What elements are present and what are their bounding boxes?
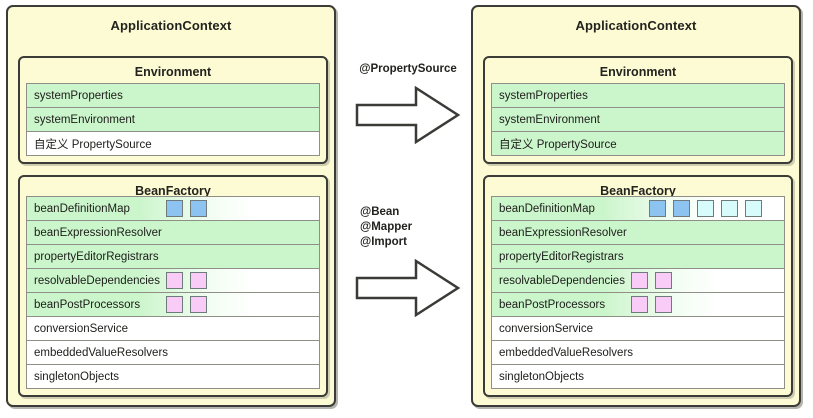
row-chip-group — [631, 296, 672, 313]
table-row: beanDefinitionMap — [27, 197, 319, 221]
beanfactory-annotation-list: @Bean @Mapper @Import — [348, 205, 468, 250]
right-beanfactory-title: BeanFactory — [600, 184, 676, 198]
table-row: systemEnvironment — [492, 108, 784, 132]
right-block-arrow-icon — [355, 258, 461, 318]
table-row: propertyEditorRegistrars — [27, 245, 319, 269]
left-environment-rows: systemProperties systemEnvironment 自定义 Pro… — [26, 83, 320, 156]
bean-chip-pink — [166, 272, 183, 289]
environment-transition: @PropertySource — [348, 62, 468, 147]
row-label: systemEnvironment — [499, 113, 600, 126]
row-label: 自定义 PropertySource — [499, 138, 617, 151]
row-label: beanPostProcessors — [34, 298, 141, 311]
left-application-context-panel: ApplicationContext Environment systemPro… — [6, 5, 336, 407]
row-label: propertyEditorRegistrars — [499, 250, 624, 263]
table-row: embeddedValueResolvers — [492, 341, 784, 365]
row-label: singletonObjects — [34, 370, 120, 383]
row-label: conversionService — [34, 322, 128, 335]
bean-chip-blue — [166, 200, 183, 217]
bean-chip-blue — [673, 200, 690, 217]
row-label: systemEnvironment — [34, 113, 135, 126]
table-row: 自定义 PropertySource — [27, 132, 319, 156]
right-environment-rows: systemProperties systemEnvironment 自定义 Pro… — [491, 83, 785, 156]
table-row: singletonObjects — [27, 365, 319, 389]
row-label: 自定义 PropertySource — [34, 138, 152, 151]
table-row: beanPostProcessors — [492, 293, 784, 317]
annotation-label: @Mapper — [360, 221, 413, 233]
row-label: systemProperties — [34, 89, 123, 102]
table-row: singletonObjects — [492, 365, 784, 389]
row-chip-group — [649, 200, 762, 217]
bean-chip-pink — [190, 296, 207, 313]
row-label: propertyEditorRegistrars — [34, 250, 159, 263]
left-beanfactory-title: BeanFactory — [135, 184, 211, 198]
right-beanfactory-rows: beanDefinitionMap beanExpressionResolver p… — [491, 196, 785, 389]
table-row: resolvableDependencies — [27, 269, 319, 293]
table-row: beanExpressionResolver — [27, 221, 319, 245]
row-label: beanExpressionResolver — [34, 226, 162, 239]
row-label: beanExpressionResolver — [499, 226, 627, 239]
row-label: conversionService — [499, 322, 593, 335]
left-beanfactory-group: BeanFactory beanDefinitionMap beanExpress… — [18, 175, 328, 397]
row-label: beanDefinitionMap — [499, 202, 595, 215]
beanfactory-transition: @Bean @Mapper @Import — [348, 205, 468, 320]
table-row: beanDefinitionMap — [492, 197, 784, 221]
table-row: embeddedValueResolvers — [27, 341, 319, 365]
bean-chip-pink — [655, 296, 672, 313]
bean-chip-blue — [190, 200, 207, 217]
bean-chip-cyan — [745, 200, 762, 217]
left-environment-title: Environment — [134, 65, 212, 79]
right-application-context-panel: ApplicationContext Environment systemPro… — [471, 5, 801, 407]
table-row: conversionService — [492, 317, 784, 341]
row-chip-group — [166, 200, 207, 217]
table-row: resolvableDependencies — [492, 269, 784, 293]
right-environment-title: Environment — [599, 65, 677, 79]
right-block-arrow-icon — [355, 85, 461, 145]
environment-annotation-list: @PropertySource — [348, 62, 468, 77]
row-label: resolvableDependencies — [34, 274, 160, 287]
table-row: beanPostProcessors — [27, 293, 319, 317]
table-row: propertyEditorRegistrars — [492, 245, 784, 269]
row-label: singletonObjects — [499, 370, 585, 383]
left-environment-group: Environment systemProperties systemEnviro… — [18, 56, 328, 164]
row-label: embeddedValueResolvers — [499, 346, 634, 359]
table-row: systemEnvironment — [27, 108, 319, 132]
row-label: embeddedValueResolvers — [34, 346, 169, 359]
right-environment-group: Environment systemProperties systemEnviro… — [483, 56, 793, 164]
beanfactory-arrow — [348, 256, 468, 320]
left-beanfactory-rows: beanDefinitionMap beanExpressionResolver p… — [26, 196, 320, 389]
left-panel-title: ApplicationContext — [110, 18, 232, 33]
table-row: conversionService — [27, 317, 319, 341]
bean-chip-pink — [631, 296, 648, 313]
row-chip-group — [166, 272, 207, 289]
table-row: systemProperties — [27, 84, 319, 108]
annotation-label: @Bean — [360, 206, 400, 218]
bean-chip-blue — [649, 200, 666, 217]
bean-chip-pink — [631, 272, 648, 289]
row-chip-group — [631, 272, 672, 289]
annotation-label: @PropertySource — [359, 63, 457, 75]
bean-chip-pink — [655, 272, 672, 289]
row-chip-group — [166, 296, 207, 313]
annotation-label: @Import — [360, 236, 407, 248]
table-row: systemProperties — [492, 84, 784, 108]
right-panel-title: ApplicationContext — [575, 18, 697, 33]
bean-chip-pink — [166, 296, 183, 313]
bean-chip-cyan — [721, 200, 738, 217]
environment-arrow — [348, 83, 468, 147]
bean-chip-cyan — [697, 200, 714, 217]
table-row: beanExpressionResolver — [492, 221, 784, 245]
row-label: beanDefinitionMap — [34, 202, 130, 215]
table-row: 自定义 PropertySource — [492, 132, 784, 156]
row-label: resolvableDependencies — [499, 274, 625, 287]
row-label: systemProperties — [499, 89, 588, 102]
row-label: beanPostProcessors — [499, 298, 606, 311]
right-beanfactory-group: BeanFactory beanDefinitionMap beanExpress… — [483, 175, 793, 397]
bean-chip-pink — [190, 272, 207, 289]
